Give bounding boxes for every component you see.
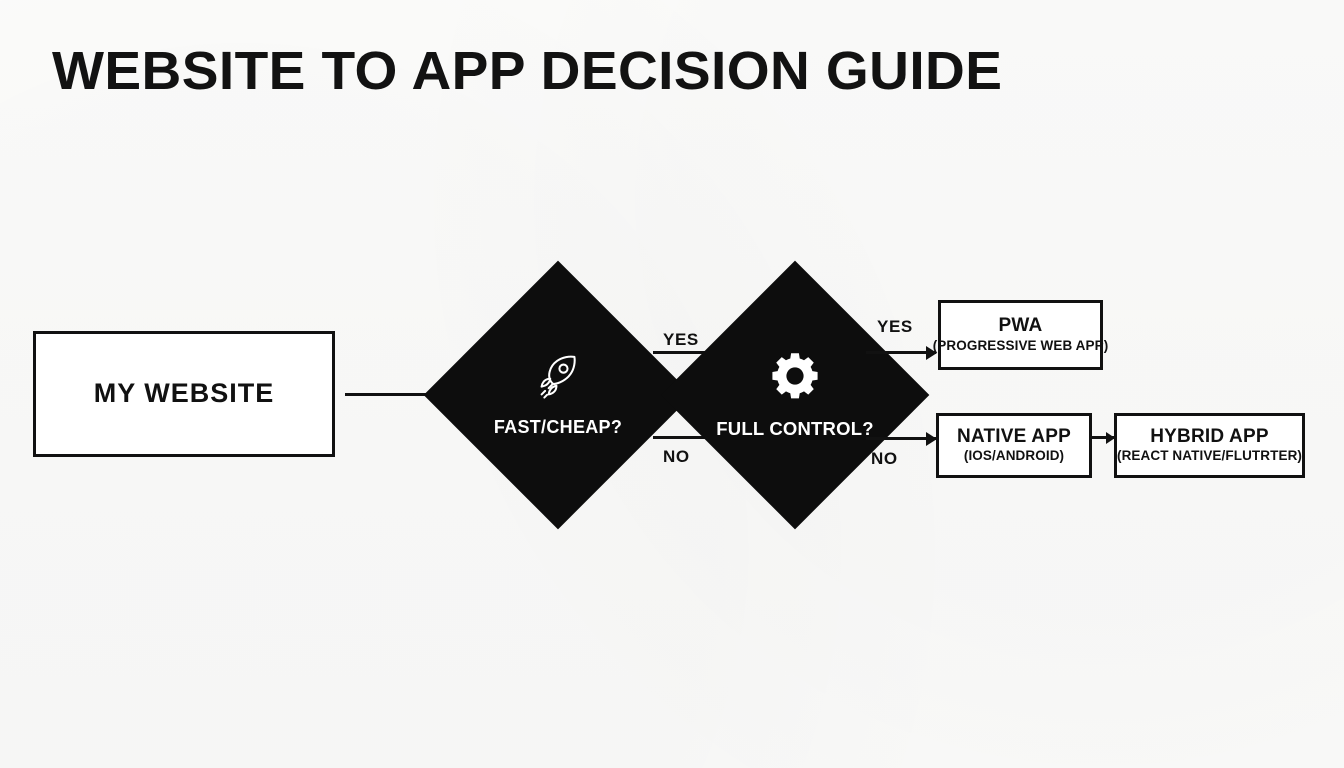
- rocket-icon: [533, 353, 583, 408]
- arrow-full-control-yes: [866, 351, 936, 354]
- arrow-website-to-fast-cheap: [345, 393, 459, 396]
- arrow-fast-cheap-no: [653, 436, 721, 439]
- edge-label-fast-cheap-no: NO: [663, 447, 690, 466]
- edge-label-full-control-no: NO: [871, 449, 898, 468]
- node-fast-cheap-label: FAST/CHEAP?: [493, 416, 623, 437]
- node-native-app[interactable]: NATIVE APP (IOS/ANDROID): [936, 413, 1092, 478]
- node-hybrid-app-sublabel: (REACT NATIVE/FLUTRTER): [1116, 448, 1303, 464]
- node-my-website-label: MY WEBSITE: [93, 378, 275, 409]
- edge-label-full-control-yes: YES: [877, 317, 913, 336]
- arrow-fast-cheap-yes: [653, 351, 721, 354]
- node-my-website[interactable]: MY WEBSITE: [33, 331, 335, 457]
- node-full-control-label: FULL CONTROL?: [716, 418, 874, 439]
- node-pwa-sublabel: (PROGRESSIVE WEB APP): [932, 337, 1109, 353]
- arrow-native-to-hybrid: [1092, 436, 1114, 439]
- node-full-control-decision[interactable]: FULL CONTROL? FULL CONTROL?: [660, 260, 930, 530]
- node-pwa[interactable]: PWA (PROGRESSIVE WEB APP): [933, 300, 1108, 370]
- node-fast-cheap-decision[interactable]: FAST/CHEAP?: [423, 260, 693, 530]
- node-pwa-label: PWA: [998, 315, 1043, 337]
- gear-icon: [769, 350, 821, 407]
- node-native-app-sublabel: (IOS/ANDROID): [963, 448, 1065, 464]
- page-title: WEBSITE TO APP DECISION GUIDE: [52, 41, 1003, 101]
- arrow-full-control-no: [866, 437, 936, 440]
- node-hybrid-app[interactable]: HYBRID APP (REACT NATIVE/FLUTRTER): [1114, 413, 1305, 478]
- edge-label-fast-cheap-yes: YES: [663, 330, 699, 349]
- node-native-app-label: NATIVE APP: [957, 425, 1071, 447]
- node-hybrid-app-label: HYBRID APP: [1150, 425, 1269, 447]
